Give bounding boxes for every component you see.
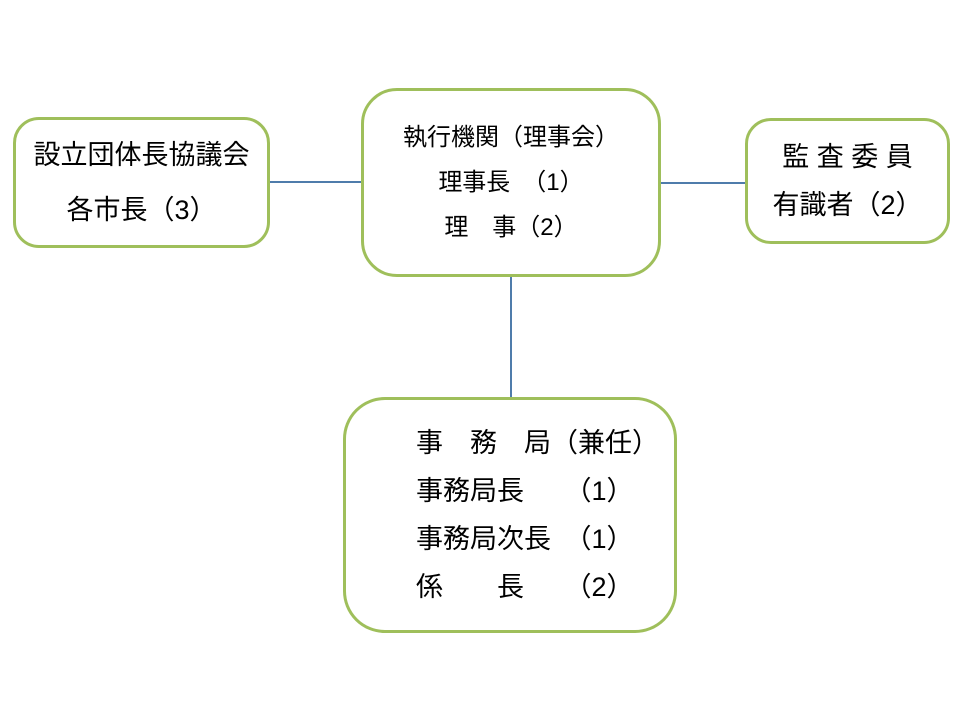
council-title: 設立団体長協議会 bbox=[33, 139, 250, 170]
council-members: 各市長（3） bbox=[66, 194, 217, 225]
executive-directors: 理 事（2） bbox=[444, 214, 578, 241]
box-secretariat: 事 務 局（兼任） 事務局長 （1） 事務局次長 （1） 係 長 （2） bbox=[343, 397, 677, 633]
connector-executive-audit bbox=[661, 182, 745, 184]
box-executive-organ: 執行機関（理事会） 理事長 （1） 理 事（2） bbox=[361, 88, 661, 277]
connector-council-executive bbox=[270, 181, 361, 183]
audit-members: 有識者（2） bbox=[772, 190, 923, 220]
secretariat-title: 事 務 局（兼任） bbox=[416, 428, 659, 458]
audit-title: 監 査 委 員 bbox=[782, 142, 913, 172]
connector-executive-secretariat bbox=[510, 277, 512, 397]
box-founding-mayors-council: 設立団体長協議会 各市長（3） bbox=[13, 117, 270, 248]
secretariat-director: 事務局長 （1） bbox=[416, 476, 634, 506]
executive-title: 執行機関（理事会） bbox=[403, 124, 619, 151]
secretariat-deputy-director: 事務局次長 （1） bbox=[416, 524, 634, 554]
executive-chairperson: 理事長 （1） bbox=[438, 169, 584, 196]
box-audit-committee: 監 査 委 員 有識者（2） bbox=[745, 118, 950, 244]
secretariat-section-chiefs: 係 長 （2） bbox=[416, 572, 634, 602]
